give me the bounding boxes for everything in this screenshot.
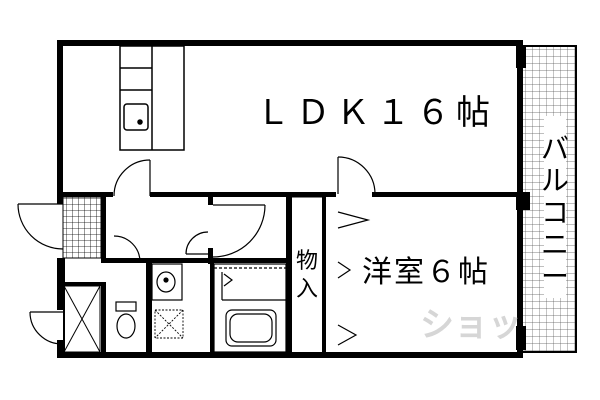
svg-text:コ: コ	[541, 196, 569, 229]
storage-label-1: 物	[296, 249, 318, 274]
toilet	[115, 301, 137, 339]
watermark-text: ショッ	[420, 305, 522, 345]
bathtub	[213, 263, 287, 353]
ldk-label: ＬＤＫ１６帖	[256, 93, 496, 133]
svg-text:ニ: ニ	[541, 228, 569, 261]
svg-text:バ: バ	[541, 132, 569, 165]
shoe-closet	[63, 285, 101, 353]
kitchen-counter	[119, 45, 185, 151]
svg-text:ー: ー	[541, 260, 569, 293]
exterior-walls	[57, 40, 523, 358]
balcony	[516, 45, 577, 353]
storage-label-2: 入	[296, 277, 318, 302]
washbasin	[151, 263, 183, 301]
balcony-label: バ ル コ ニ ー	[541, 132, 569, 293]
svg-text:ル: ル	[541, 164, 569, 197]
interior-walls	[63, 192, 520, 354]
washer-pan	[154, 309, 184, 339]
western-room-label: 洋室６帖	[362, 255, 490, 290]
doors	[17, 156, 376, 346]
entrance-floor	[62, 196, 102, 259]
